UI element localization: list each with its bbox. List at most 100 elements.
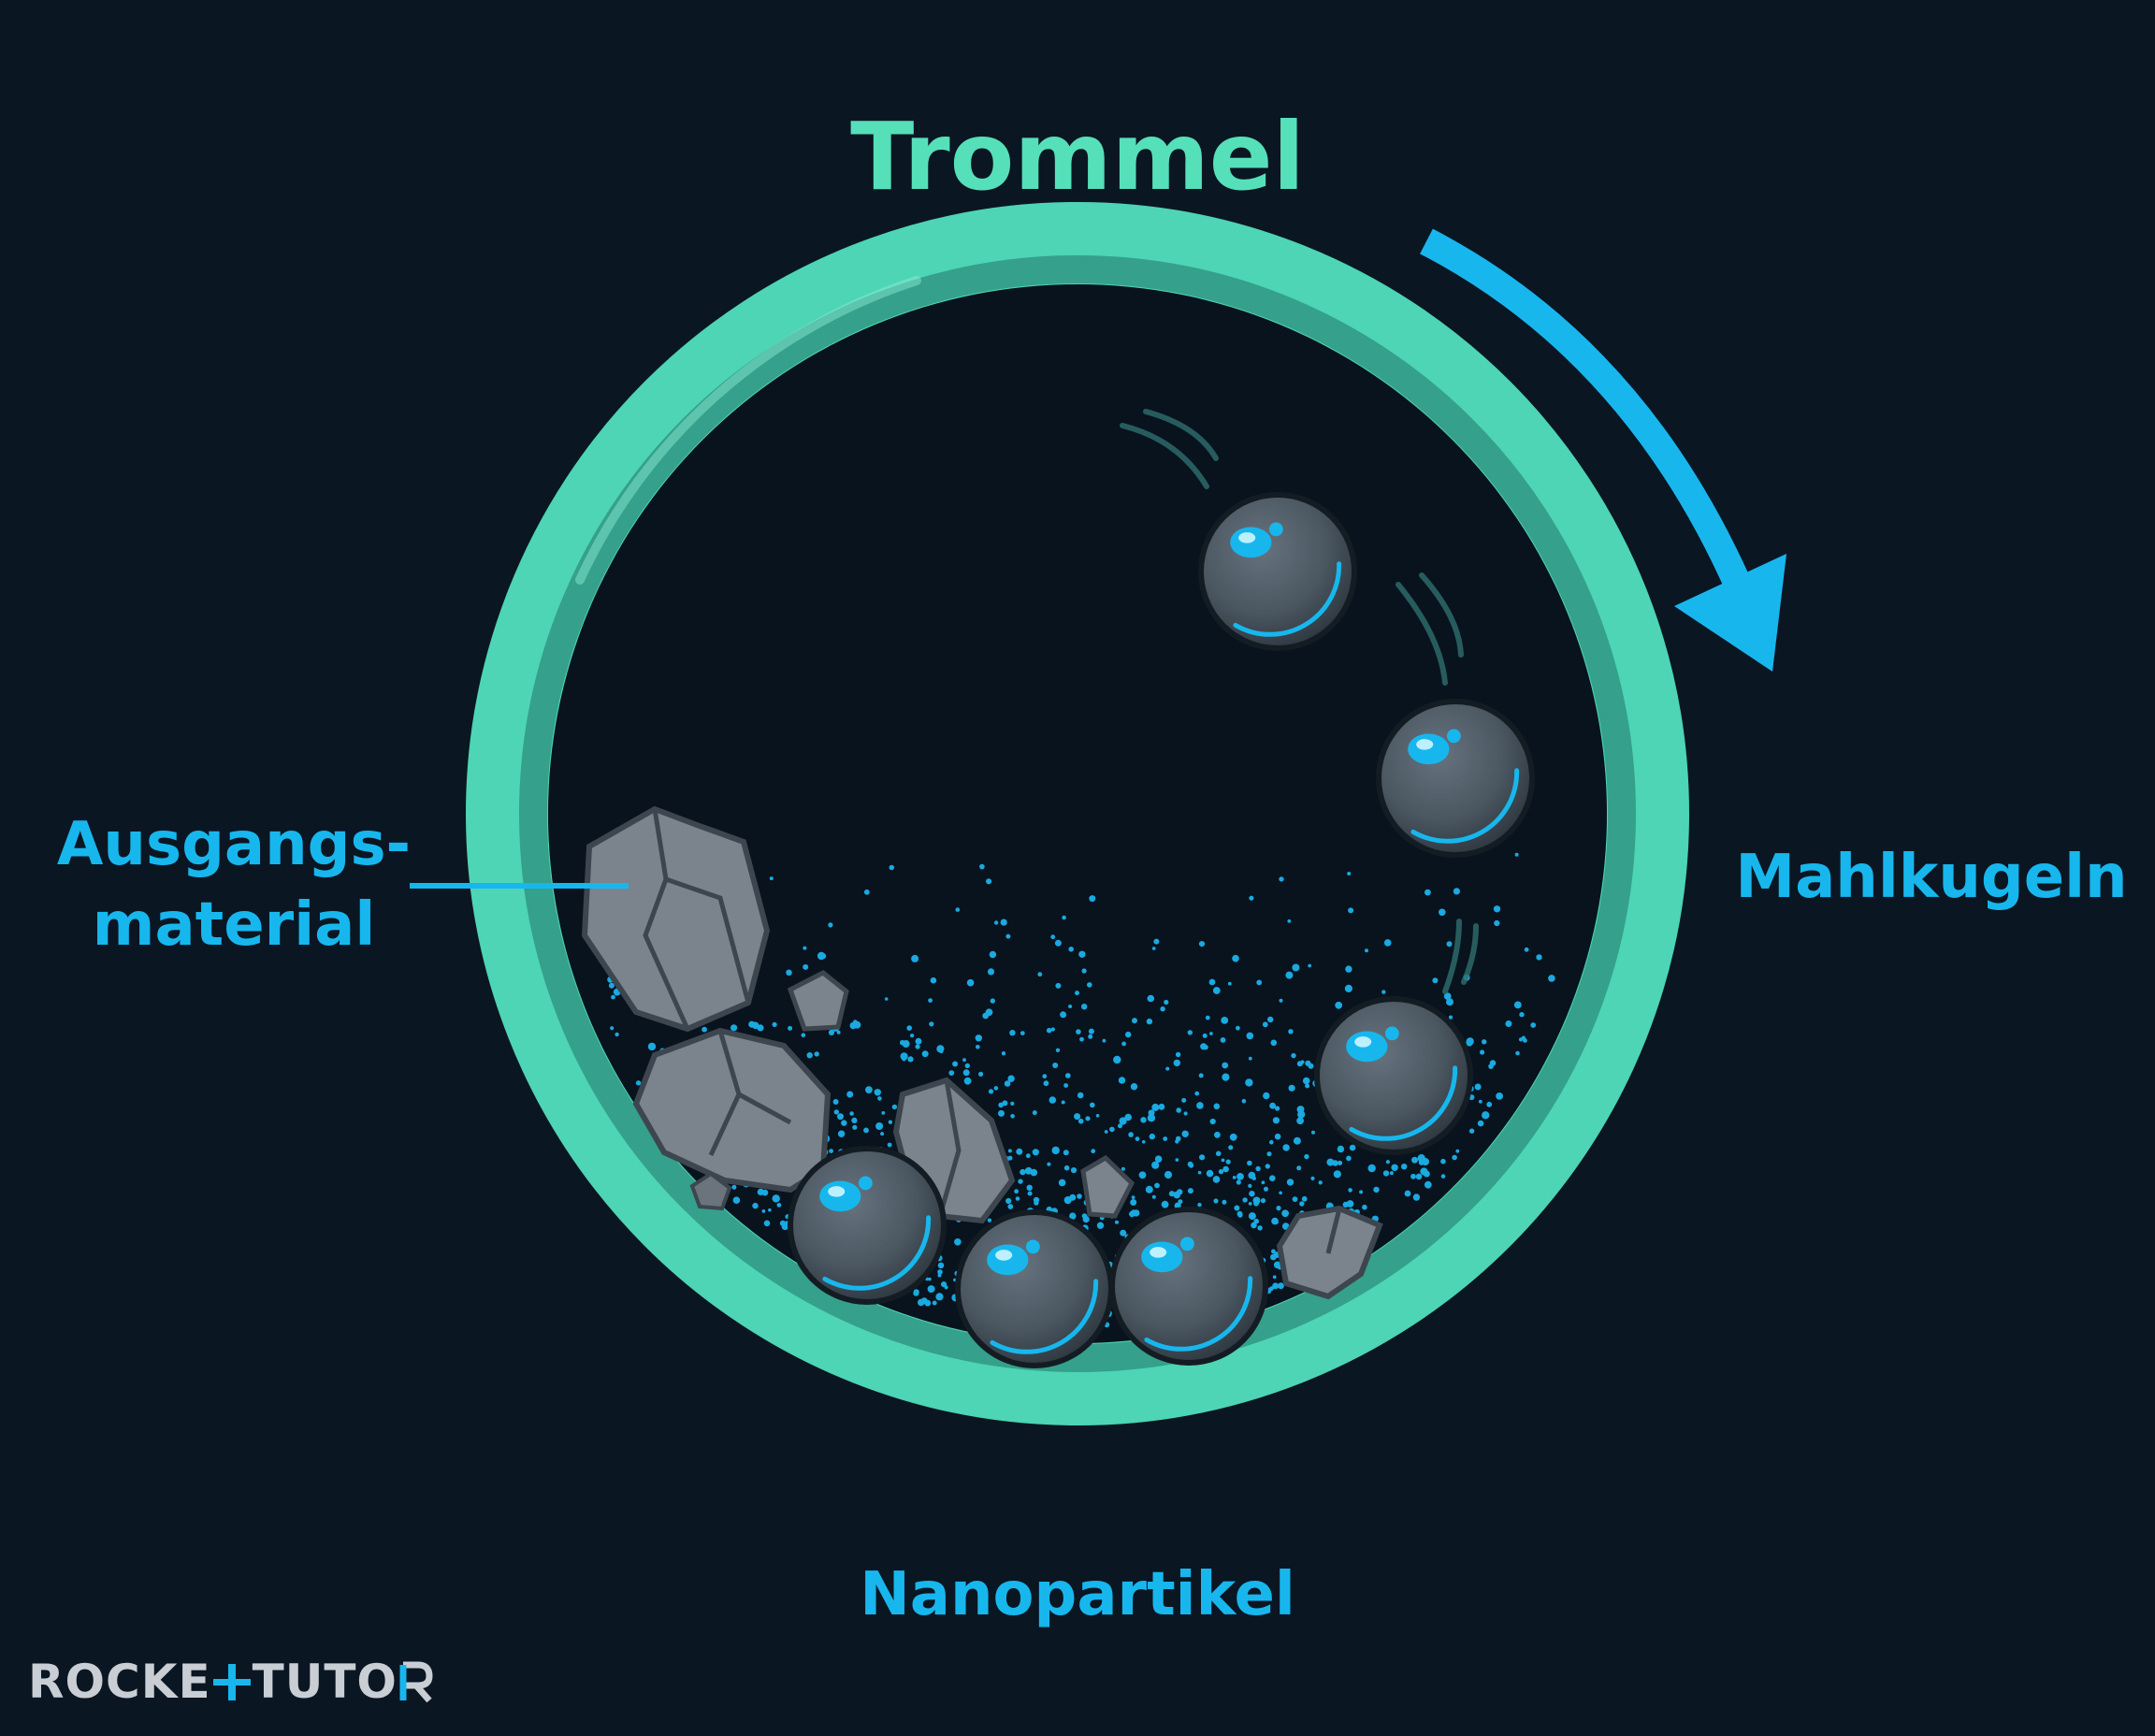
nanoparticle-dot: [915, 1037, 922, 1045]
nanoparticle-dot: [1262, 1021, 1268, 1028]
nanoparticle-dot: [1301, 1195, 1308, 1202]
rock-chunk-icon: [1080, 1154, 1135, 1219]
nanoparticle-dot: [1228, 1145, 1234, 1150]
nanoparticle-dot: [1032, 1110, 1037, 1116]
nanoparticle-dot: [954, 1238, 962, 1246]
nanoparticle-dot: [1213, 1103, 1221, 1110]
nanoparticle-dot: [1051, 1146, 1060, 1155]
nanoparticle-dot: [1335, 1001, 1343, 1009]
nanoparticle-dot: [1478, 1099, 1482, 1104]
nanoparticle-dot: [1007, 1075, 1015, 1082]
nanoparticle-dot: [1050, 934, 1056, 940]
nanoparticle-dot: [1074, 1113, 1081, 1121]
nanoparticle-dot: [608, 982, 615, 989]
nanoparticle-dot: [1493, 905, 1501, 913]
nanoparticle-dot: [1005, 1197, 1012, 1205]
drum-inner-rim: [519, 255, 1636, 1372]
rock-chunk-icon: [632, 1027, 832, 1194]
nanoparticle-dot: [803, 963, 809, 970]
nanoparticle-dot: [828, 1029, 835, 1035]
nanoparticle-dot: [915, 1044, 920, 1049]
nanoparticle-dot: [1348, 907, 1354, 914]
nanoparticle-dot: [962, 1069, 970, 1077]
nanoparticle-dot: [701, 1026, 707, 1033]
nanoparticle-dot: [1165, 1066, 1170, 1071]
logo-plus-icon: [212, 1664, 251, 1700]
nanoparticle-dot: [1279, 998, 1283, 1003]
nanoparticle-dot: [1236, 1025, 1240, 1031]
grinding-balls-label: Mahlkugeln: [1735, 843, 2128, 912]
nanoparticle-dot: [1020, 1168, 1026, 1176]
nanoparticle-dot: [1042, 1074, 1048, 1079]
nanoparticle-dot: [1115, 1220, 1119, 1224]
nanoparticle-dot: [1054, 939, 1062, 947]
nanoparticle-dot: [1448, 1015, 1454, 1020]
nanoparticle-dot: [1124, 1113, 1132, 1121]
nanoparticle-dot: [1081, 1004, 1088, 1010]
nanoparticle-dot: [1135, 1136, 1140, 1141]
nanoparticle-dot: [1247, 1160, 1252, 1166]
nanoparticle-dot: [828, 922, 833, 928]
nanoparticle-dot: [615, 1032, 619, 1037]
nanoparticle-dot: [1248, 1212, 1256, 1221]
nanoparticle-dot: [1151, 1161, 1160, 1169]
nanoparticle-dot: [1222, 1073, 1230, 1081]
nanoparticle-dot: [1261, 1180, 1266, 1185]
nanoparticle-dot: [987, 968, 995, 976]
nanoparticle-dot: [913, 1289, 919, 1295]
nanoparticle-dot: [939, 1049, 944, 1054]
nanoparticle-dot: [1220, 1037, 1226, 1043]
nanoparticle-dot: [1197, 1170, 1202, 1175]
nanoparticle-dot: [1310, 1176, 1315, 1180]
motion-trails: [1120, 409, 1479, 994]
nanoparticle-dot: [1141, 1140, 1146, 1144]
nanoparticle-dot: [1175, 1139, 1179, 1144]
nanoparticle-dot: [891, 1104, 898, 1110]
logo-text-rocke: ROCKE: [28, 1655, 211, 1709]
nanoparticle-dot: [1069, 1212, 1077, 1220]
nanoparticle-dot: [1253, 1218, 1259, 1224]
nanoparticle-dot: [1158, 1103, 1165, 1110]
nanoparticle-dot: [1274, 1220, 1279, 1224]
nanoparticle-dot: [1365, 948, 1368, 953]
nanoparticle-dot: [877, 1096, 882, 1101]
nanoparticle-dot: [998, 1102, 1004, 1108]
nanoparticle-dot: [1279, 1191, 1282, 1195]
nanoparticle-dot: [1077, 1092, 1084, 1099]
nanoparticle-dot: [1212, 987, 1221, 994]
nanoparticle-dot: [1015, 1196, 1020, 1201]
nanoparticle-dot: [1068, 947, 1074, 952]
nanoparticle-dot: [1088, 1028, 1094, 1034]
nanoparticle-dot: [863, 1127, 869, 1134]
nanoparticle-dot: [911, 954, 919, 962]
nanoparticle-dot: [1281, 1209, 1289, 1218]
nanoparticle-dot: [952, 1061, 959, 1067]
logo-r-mark-icon: [399, 1661, 433, 1703]
grinding-balls: [788, 492, 1535, 1368]
nanoparticle-dot: [1488, 1063, 1494, 1069]
nanoparticle-dot: [1133, 1209, 1140, 1217]
nanoparticle-dot: [1432, 977, 1439, 984]
nanoparticle-dot: [1153, 938, 1160, 945]
nanoparticle-dot: [1197, 1202, 1202, 1208]
nanoparticle-dot: [1222, 1062, 1229, 1069]
grinding-ball-icon: [788, 1146, 947, 1305]
nanoparticle-dot: [1070, 1167, 1078, 1174]
nanoparticle-dot: [1007, 1149, 1012, 1153]
nanoparticle-dot: [1232, 954, 1239, 962]
nanoparticle-dot: [1104, 1130, 1108, 1134]
nanoparticle-dot: [1118, 1077, 1126, 1084]
nanoparticle-dot: [1002, 1100, 1008, 1107]
nanoparticle-dot: [1367, 1164, 1376, 1173]
nanoparticle-dot: [1474, 1083, 1482, 1091]
nanoparticle-dot: [1232, 1176, 1237, 1179]
nanoparticle-dot: [1496, 1092, 1503, 1100]
nanoparticle-dot: [906, 1025, 912, 1031]
nanoparticle-dot: [900, 1039, 905, 1046]
nanoparticle-dot: [1060, 1011, 1067, 1019]
nanoparticle-dot: [1373, 1186, 1380, 1194]
nanoparticle-dot: [1480, 1049, 1485, 1055]
nanoparticle-dot: [1163, 1136, 1168, 1141]
nanoparticle-dot: [1049, 1096, 1057, 1104]
